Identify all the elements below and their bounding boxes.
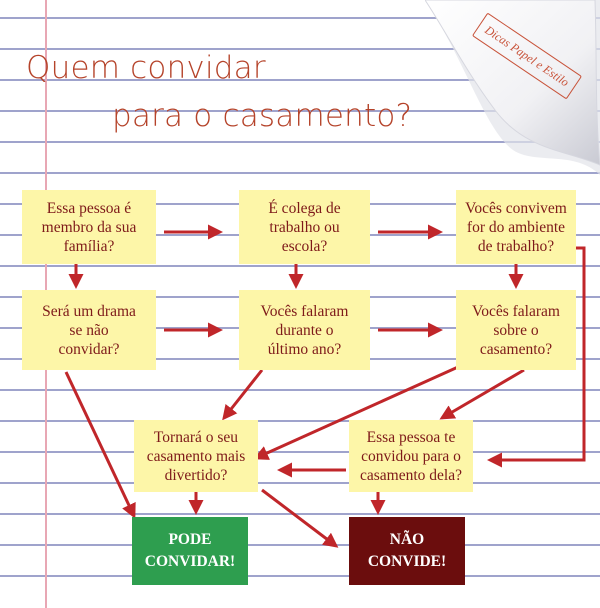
question-falaram-ano: Vocês falaram durante o último ano? <box>239 290 370 370</box>
question-divertido-text: Tornará o seu casamento mais divertido? <box>146 428 246 484</box>
question-familia-text: Essa pessoa é membro da sua família? <box>41 199 137 255</box>
result-pode-convidar: PODE CONVIDAR! <box>132 517 248 585</box>
question-convivem-text: Vocês convivem for do ambiente de trabal… <box>465 199 567 255</box>
question-convidou: Essa pessoa te convidou para o casamento… <box>349 420 473 492</box>
question-falaram-ano-text: Vocês falaram durante o último ano? <box>260 302 349 358</box>
question-familia: Essa pessoa é membro da sua família? <box>22 190 156 264</box>
question-divertido: Tornará o seu casamento mais divertido? <box>134 420 258 492</box>
question-colega-text: É colega de trabalho ou escola? <box>268 199 341 255</box>
question-convivem: Vocês convivem for do ambiente de trabal… <box>456 190 576 264</box>
title-line-2: para o casamento? <box>112 98 413 134</box>
question-colega: É colega de trabalho ou escola? <box>239 190 370 264</box>
result-nao-convide-text: NÃO CONVIDE! <box>367 531 447 570</box>
question-falaram-casamento-text: Vocês falaram sobre o casamento? <box>472 302 560 358</box>
question-drama: Será um drama se não convidar? <box>22 290 156 370</box>
question-drama-text: Será um drama se não convidar? <box>42 302 136 358</box>
page-curl-corner <box>425 0 600 175</box>
question-falaram-casamento: Vocês falaram sobre o casamento? <box>456 290 576 370</box>
title-line-1: Quem convidar <box>26 50 266 86</box>
result-pode-convidar-text: PODE CONVIDAR! <box>144 531 236 570</box>
result-nao-convide: NÃO CONVIDE! <box>349 517 465 585</box>
question-convidou-text: Essa pessoa te convidou para o casamento… <box>360 428 462 484</box>
